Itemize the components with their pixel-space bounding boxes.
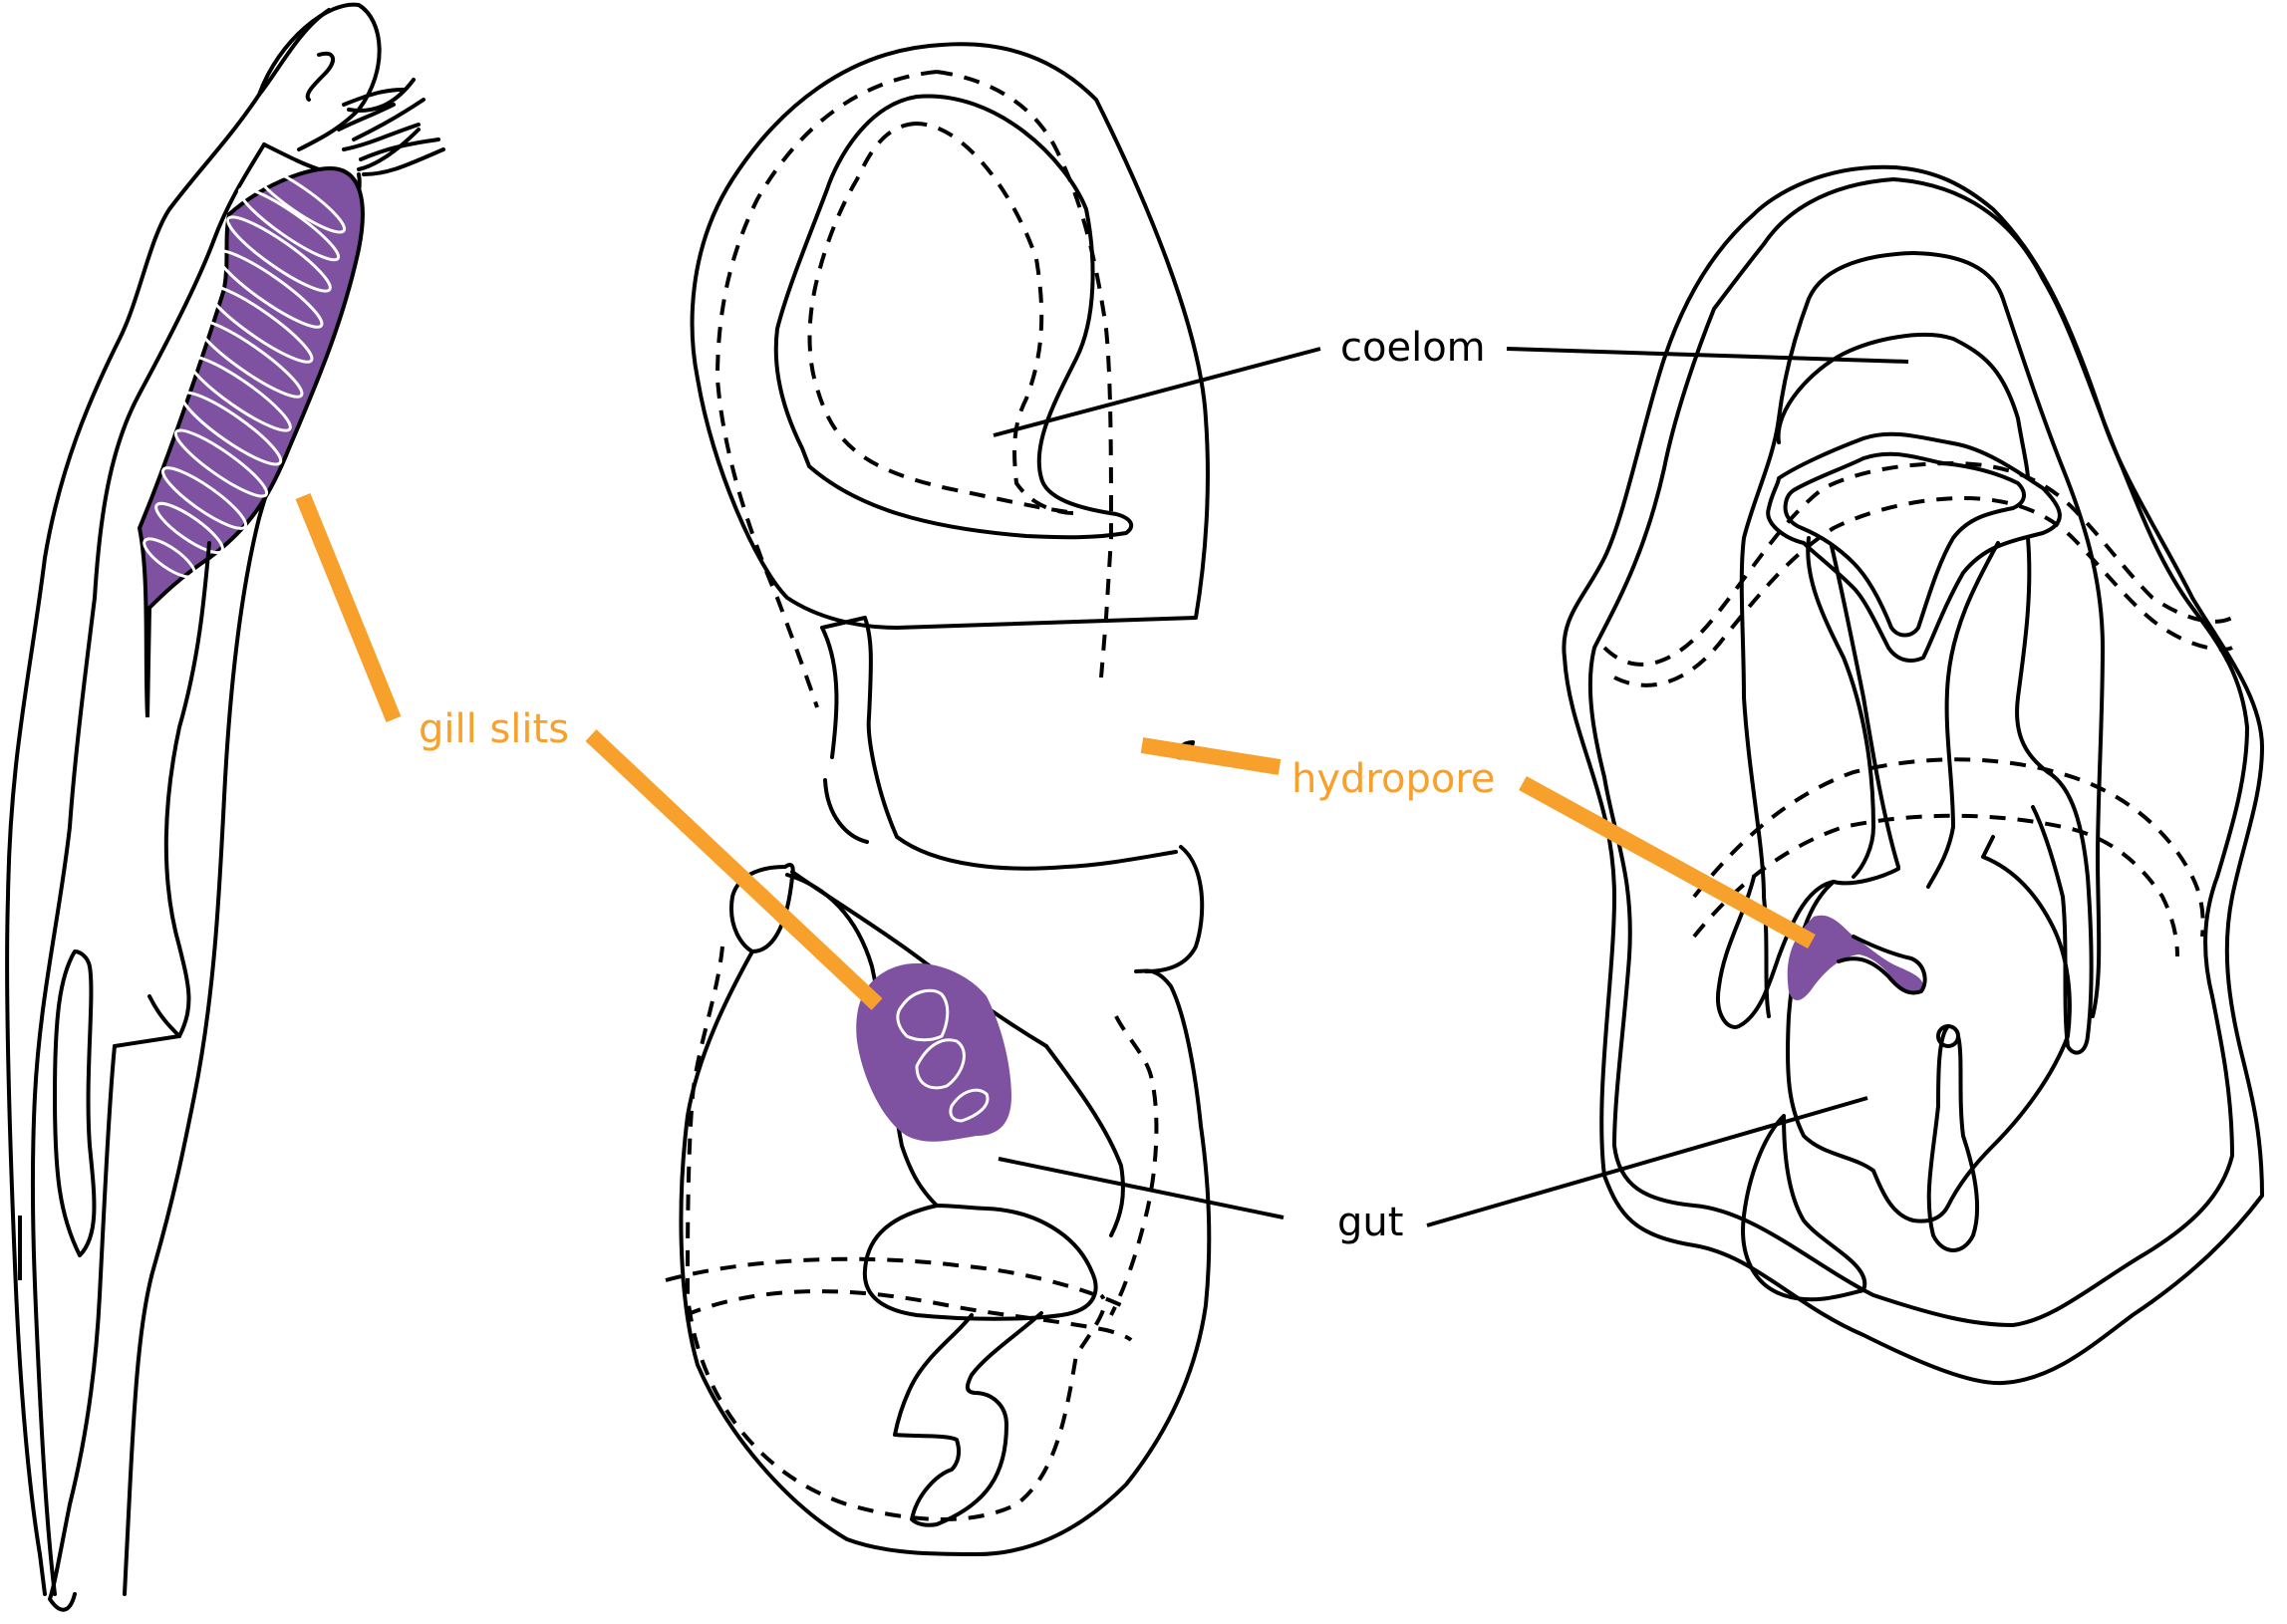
worm-gill-slits [143, 164, 347, 579]
ventral-lower-left-pocket [1741, 1114, 1867, 1302]
larva-outer-upper [690, 42, 1210, 630]
larva-coelom-outline [773, 94, 1134, 540]
ventral-right-channel [1926, 536, 2094, 1055]
ventral-gut [1785, 835, 2072, 1223]
larva-gut-lower-lobe [862, 1204, 1098, 1321]
worm-tail-tip [48, 1044, 117, 1612]
ventral-lower-dashed [1692, 757, 2205, 957]
larva-anal-region [893, 1311, 1043, 1527]
coelom-label: coelom [1340, 325, 1486, 371]
gill-slits-leader-right [585, 729, 883, 1010]
ventral-outer-1 [1562, 164, 2264, 1386]
ventral-upper-dashed [1602, 460, 2233, 687]
hydropore-leader-right [1519, 775, 1816, 949]
worm-collar-line [262, 142, 321, 171]
gut-leader-right [1426, 1096, 1868, 1227]
ventral-left-lobe [1716, 875, 1836, 1029]
coelom-leader-right [1506, 347, 1909, 364]
worm-tail-inner-loop [53, 949, 97, 1257]
larva-coelom-dashed [807, 121, 1077, 515]
worm-tentacles [337, 78, 445, 176]
ventral-coelom-inner [1739, 251, 1915, 1018]
ventral-hydropore-patch [1787, 915, 1923, 1001]
figure-larva-ventral [1562, 164, 2264, 1386]
larva-lower-dashed [685, 946, 1159, 1521]
gill-slits-label: gill slits [419, 706, 569, 752]
larva-gill-slits [896, 988, 990, 1123]
ventral-coelom-inner-right [1911, 251, 2105, 1018]
hydropore-leader-left [1140, 737, 1282, 775]
hydropore-label: hydropore [1291, 756, 1496, 802]
larva-mid-band [790, 845, 1205, 1048]
ventral-mouth-inner [1783, 451, 2026, 638]
figure-adult-worm [5, 2, 445, 1612]
ventral-proboscis-lobe [1776, 332, 2030, 480]
larva-outer-dashed-right [936, 70, 1114, 678]
larva-equator-dashed [665, 1256, 1133, 1342]
gut-leader-left [998, 1157, 1285, 1219]
figure-larva-lateral [665, 42, 1212, 1556]
larva-lower-outer [679, 949, 1212, 1556]
ventral-anal-tube [1926, 1024, 1980, 1252]
larva-gill-patch [856, 962, 1011, 1142]
worm-lower-fold [113, 541, 211, 1048]
ventral-anus [1936, 1024, 1960, 1048]
gut-label: gut [1337, 1200, 1403, 1245]
worm-inner-body-left [30, 142, 266, 1596]
coelom-leader-left [993, 347, 1321, 437]
worm-proboscis-inner [305, 51, 335, 102]
gill-slits-leader-left [295, 492, 402, 723]
worm-outer-body [5, 8, 331, 1596]
ventral-mouth-outer [1766, 431, 2062, 663]
larva-neck-band [820, 616, 1178, 871]
ventral-outer-2 [1587, 177, 2249, 1327]
ventral-hydropore-duct [1837, 935, 1927, 995]
worm-proboscis [257, 2, 382, 151]
label-leaders [295, 347, 1909, 1227]
larva-outer-dashed [715, 70, 938, 708]
